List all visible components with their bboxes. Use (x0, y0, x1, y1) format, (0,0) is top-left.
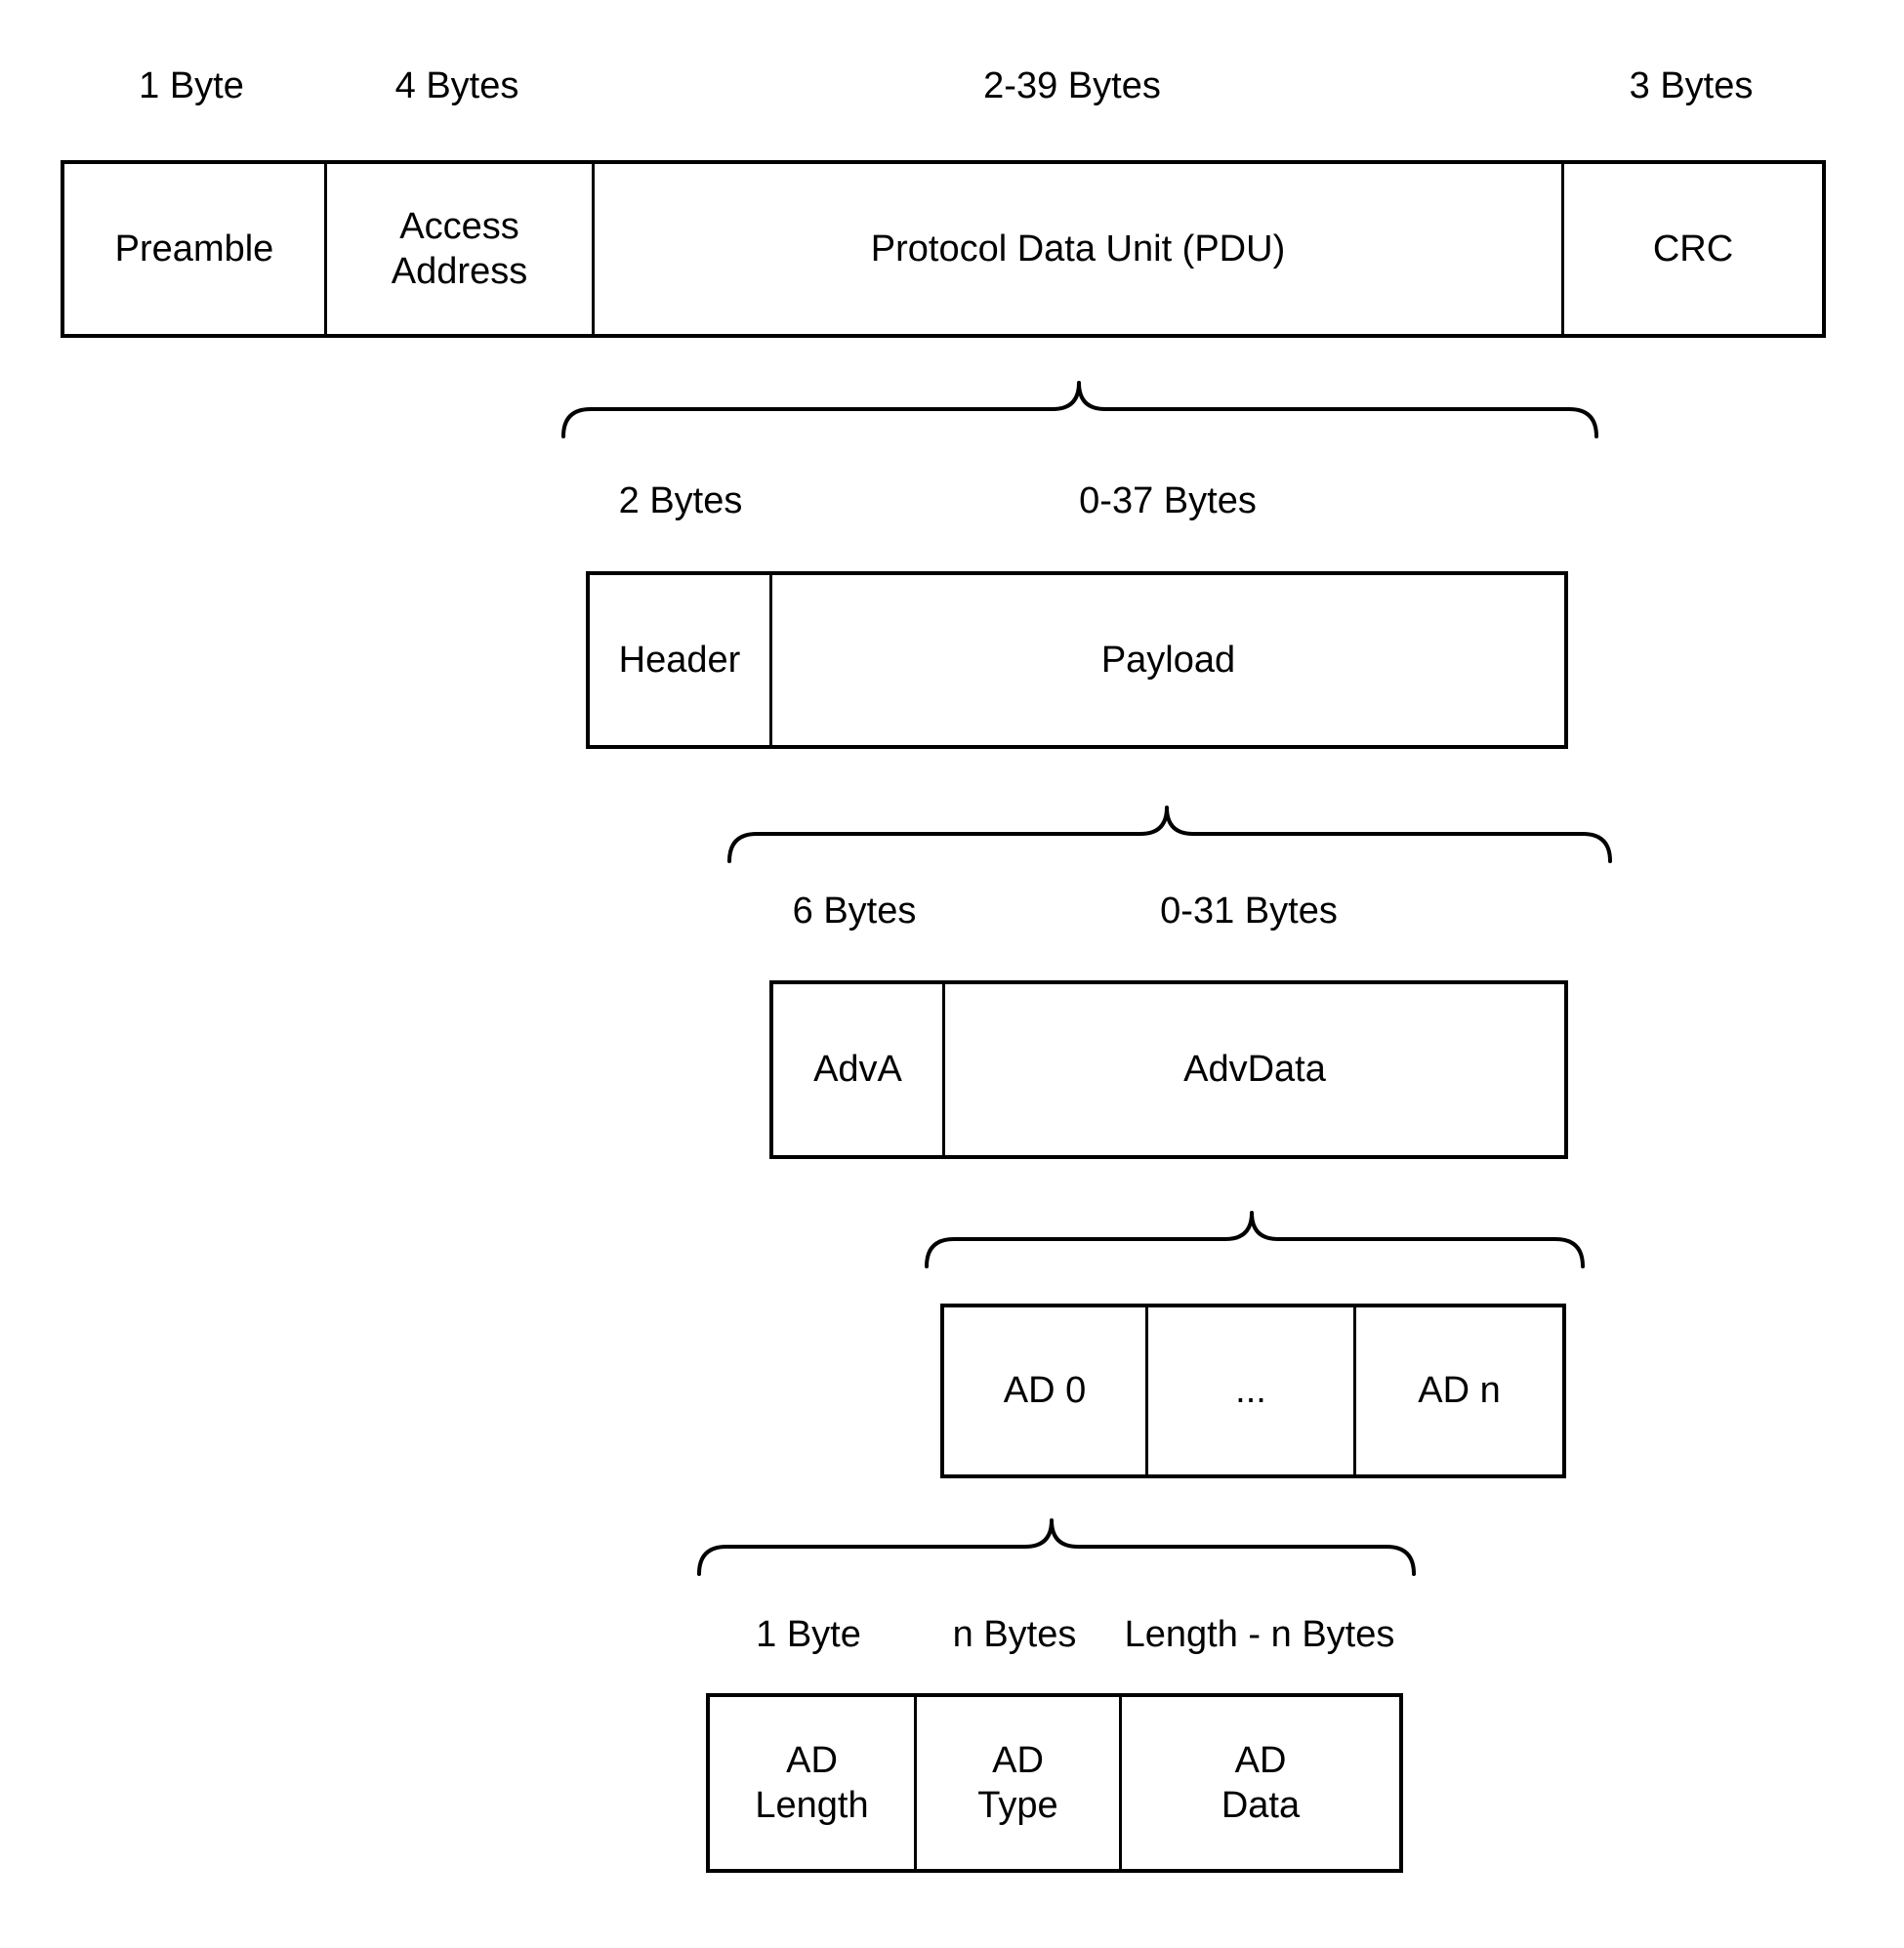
size-label-access-address: 4 Bytes (394, 65, 519, 106)
size-label-payload: 0-37 Bytes (1079, 480, 1257, 521)
pdu-row: Header Payload (586, 571, 1568, 749)
size-label-adva: 6 Bytes (792, 891, 917, 932)
advdata-row: AD 0 ... AD n (940, 1304, 1566, 1478)
size-label-ad-length: 1 Byte (756, 1614, 861, 1655)
size-label-pdu: 2-39 Bytes (983, 65, 1161, 106)
cell-payload: Payload (769, 575, 1564, 745)
cell-ad0: AD 0 (1003, 1370, 1087, 1412)
cell-ad-length: AD Length (755, 1739, 869, 1826)
size-label-ad-type: n Bytes (952, 1614, 1077, 1655)
cell-adva: AdvA (813, 1049, 902, 1091)
size-label-ad-data: Length - n Bytes (1124, 1614, 1395, 1655)
cell-ad-type: AD Type (914, 1697, 1119, 1869)
brace-advdata-expansion (924, 1209, 1586, 1269)
brace-payload-expansion (726, 804, 1613, 864)
size-label-header: 2 Bytes (618, 480, 743, 521)
size-label-crc: 3 Bytes (1629, 65, 1754, 106)
cell-ad-data: AD Data (1119, 1697, 1399, 1869)
ad-structure-row: AD Length AD Type AD Data (706, 1693, 1403, 1873)
size-label-preamble: 1 Byte (139, 65, 244, 106)
brace-pdu-expansion (560, 379, 1599, 439)
cell-ellipsis: ... (1145, 1307, 1353, 1474)
cell-pdu: Protocol Data Unit (PDU) (592, 164, 1561, 334)
cell-header: Header (618, 639, 741, 681)
brace-ad0-expansion (696, 1516, 1417, 1577)
cell-preamble: Preamble (114, 228, 274, 269)
payload-row: AdvA AdvData (769, 980, 1568, 1159)
size-label-advdata: 0-31 Bytes (1160, 891, 1338, 932)
packet-row: Preamble Access Address Protocol Data Un… (61, 160, 1826, 338)
cell-crc: CRC (1561, 164, 1822, 334)
cell-adn: AD n (1353, 1307, 1562, 1474)
cell-access-address: Access Address (324, 164, 592, 334)
cell-advdata: AdvData (942, 984, 1564, 1155)
